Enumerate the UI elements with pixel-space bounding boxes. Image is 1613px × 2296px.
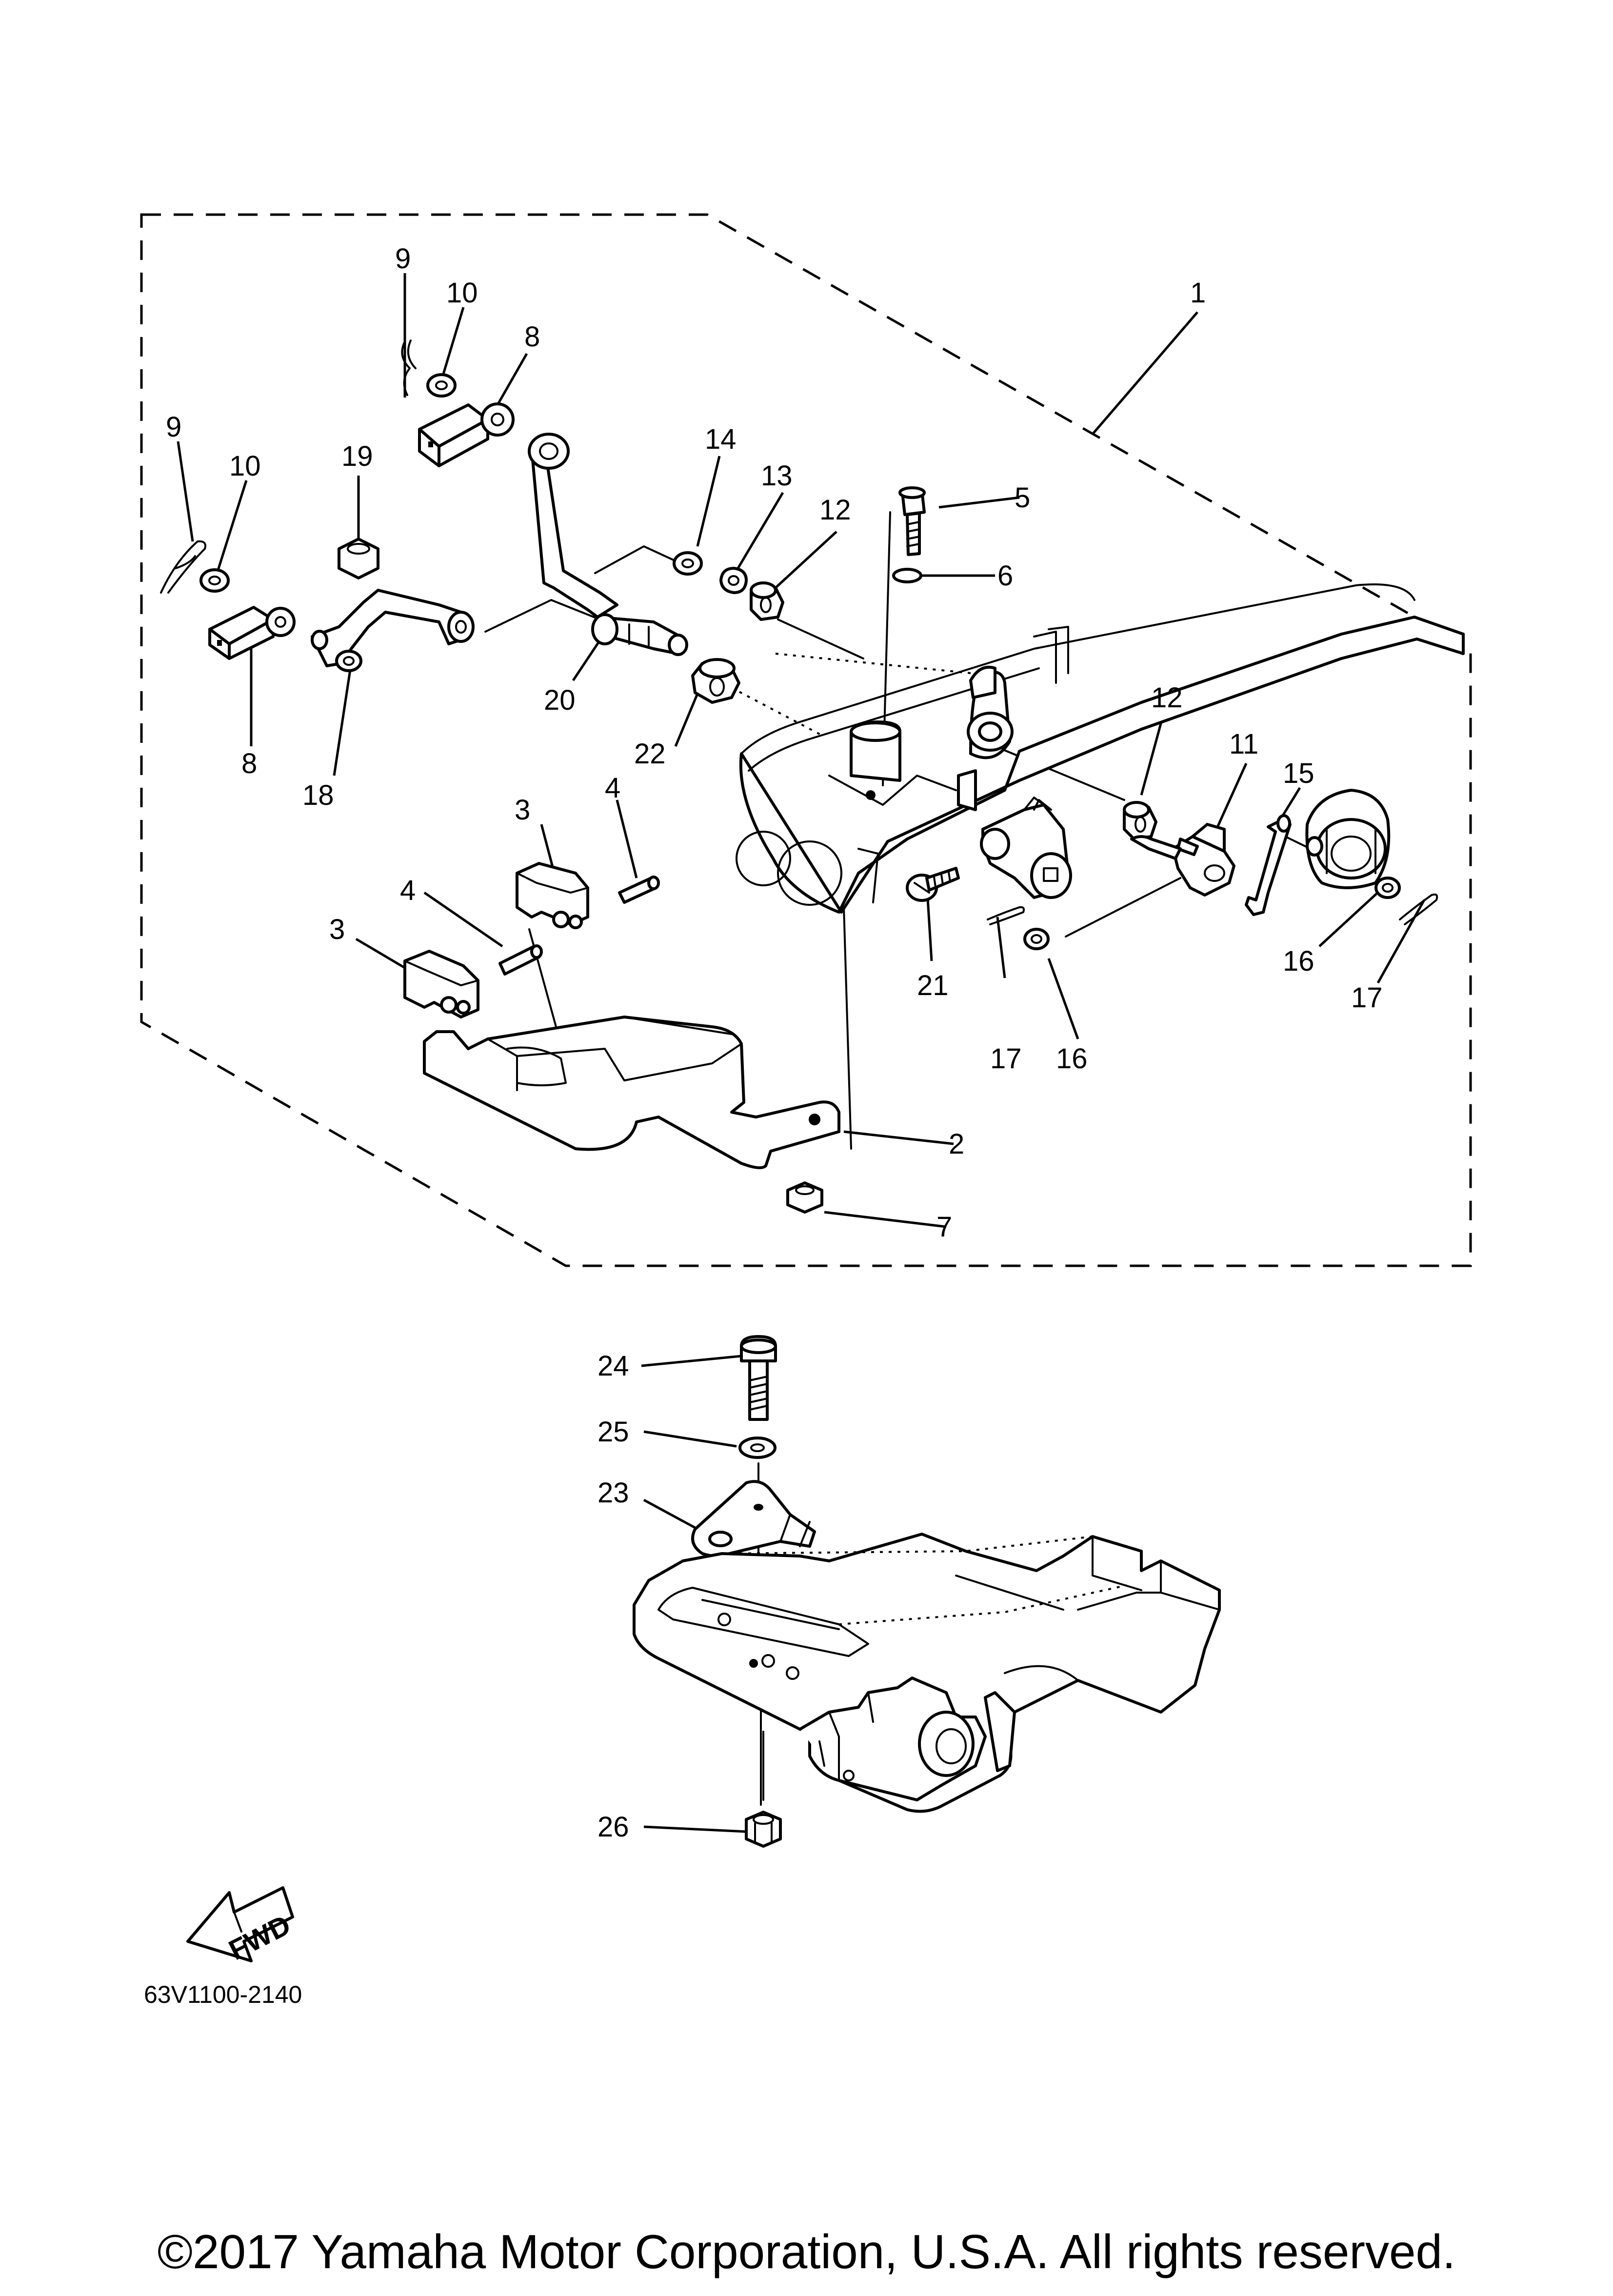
bolt-part-24	[740, 1335, 777, 1421]
washer-part-16-right	[1374, 877, 1401, 899]
callout-10-top: 10	[446, 277, 478, 309]
callout-21: 21	[917, 970, 949, 1001]
washer-part-10-top	[426, 373, 457, 398]
callout-12-upper: 12	[819, 494, 851, 526]
callout-24: 24	[597, 1350, 629, 1382]
rod-end-part-8-top	[418, 402, 515, 467]
washer-part-10-left	[199, 568, 230, 593]
washer-part-6	[892, 568, 922, 583]
pin-part-4-lower	[498, 944, 543, 976]
cam-follower-part-11	[1130, 823, 1235, 897]
bolt-part-21	[906, 867, 960, 902]
fwd-arrow-icon: FWD	[186, 1886, 296, 1966]
bushing-part-12-upper	[750, 581, 784, 621]
cotter-pin-part-9-left	[160, 540, 206, 594]
callout-7: 7	[936, 1211, 952, 1243]
diagram-code: 63V1100-2140	[144, 1981, 302, 2008]
washer-part-14-hole	[681, 559, 694, 568]
pin-part-4-upper	[618, 876, 660, 904]
rod-end-part-8-left	[208, 606, 296, 660]
washer-part-25-hole	[750, 1443, 765, 1452]
callout-16-right: 16	[1283, 945, 1314, 977]
callout-9-top: 9	[395, 243, 411, 275]
callout-4-lower: 4	[400, 875, 416, 906]
callout-9-left: 9	[166, 411, 181, 443]
bushing-part-22	[691, 658, 740, 704]
washer-part-16-center	[1023, 928, 1050, 950]
callout-13: 13	[761, 460, 793, 492]
nut-part-26	[745, 1811, 782, 1848]
cotter-pin-part-17-center	[987, 906, 1025, 925]
callout-25: 25	[597, 1416, 629, 1448]
plate-bracket-part-2	[423, 1016, 840, 1169]
washer-part-25	[738, 1437, 777, 1459]
throttle-lever-part-18	[311, 589, 475, 672]
nut-part-7	[786, 1181, 823, 1214]
callout-8-top: 8	[524, 321, 540, 353]
shift-drum	[1305, 789, 1391, 889]
wave-washer-part-13	[719, 567, 748, 594]
callout-19: 19	[341, 440, 373, 472]
callout-26: 26	[597, 1811, 629, 1843]
callout-20: 20	[544, 684, 576, 716]
assembly-boundary	[140, 213, 1472, 1267]
callout-8-left: 8	[241, 748, 257, 779]
cotter-pin-part-9-top	[401, 339, 417, 396]
bracket-housing	[736, 583, 1465, 914]
bracket-plate-part-23	[691, 1480, 816, 1557]
shift-cam-assembly	[980, 797, 1072, 899]
callout-11: 11	[1229, 728, 1258, 760]
washer-part-14	[673, 551, 703, 576]
callout-22: 22	[634, 738, 666, 770]
washer-part-16-right-hole	[1382, 883, 1394, 893]
callout-labels: 1 2 3 3 4 4 5 6 7 8 8 9 9 10 10 11 12 12…	[166, 243, 1383, 1843]
bolt-part-5	[898, 486, 926, 556]
callout-17-right: 17	[1351, 982, 1383, 1014]
copyright-notice: ©2017 Yamaha Motor Corporation, U.S.A. A…	[157, 2225, 1456, 2278]
shift-lever-part-20	[528, 433, 688, 656]
callout-4-upper: 4	[605, 772, 620, 804]
callout-2: 2	[949, 1128, 964, 1160]
washer-part-16-center-hole	[1031, 934, 1042, 944]
cam-clip-part-3-lower	[403, 950, 479, 1018]
collar-nut-part-19	[338, 538, 379, 579]
washer-part-10-top-hole	[435, 380, 448, 390]
cam-clip-part-3-upper	[516, 862, 589, 929]
callout-6: 6	[997, 560, 1013, 592]
callout-14: 14	[705, 423, 737, 455]
callout-1: 1	[1190, 277, 1206, 309]
callout-3-lower: 3	[329, 914, 345, 945]
callout-18: 18	[302, 779, 334, 811]
callout-3-upper: 3	[515, 794, 530, 826]
callout-17-center: 17	[990, 1043, 1022, 1075]
cotter-pin-part-17-right	[1399, 893, 1438, 925]
callout-10-left: 10	[229, 450, 261, 482]
callout-15: 15	[1283, 758, 1314, 789]
spring-link-part-15	[1245, 814, 1292, 916]
bushing-part-12-right	[1123, 801, 1157, 840]
washer-part-10-left-hole	[208, 576, 221, 585]
callout-23: 23	[597, 1477, 629, 1509]
swivel-bracket-base	[633, 1533, 1221, 1813]
callout-16-center: 16	[1056, 1043, 1088, 1075]
callout-12-right: 12	[1151, 682, 1183, 714]
callout-5: 5	[1015, 482, 1030, 514]
